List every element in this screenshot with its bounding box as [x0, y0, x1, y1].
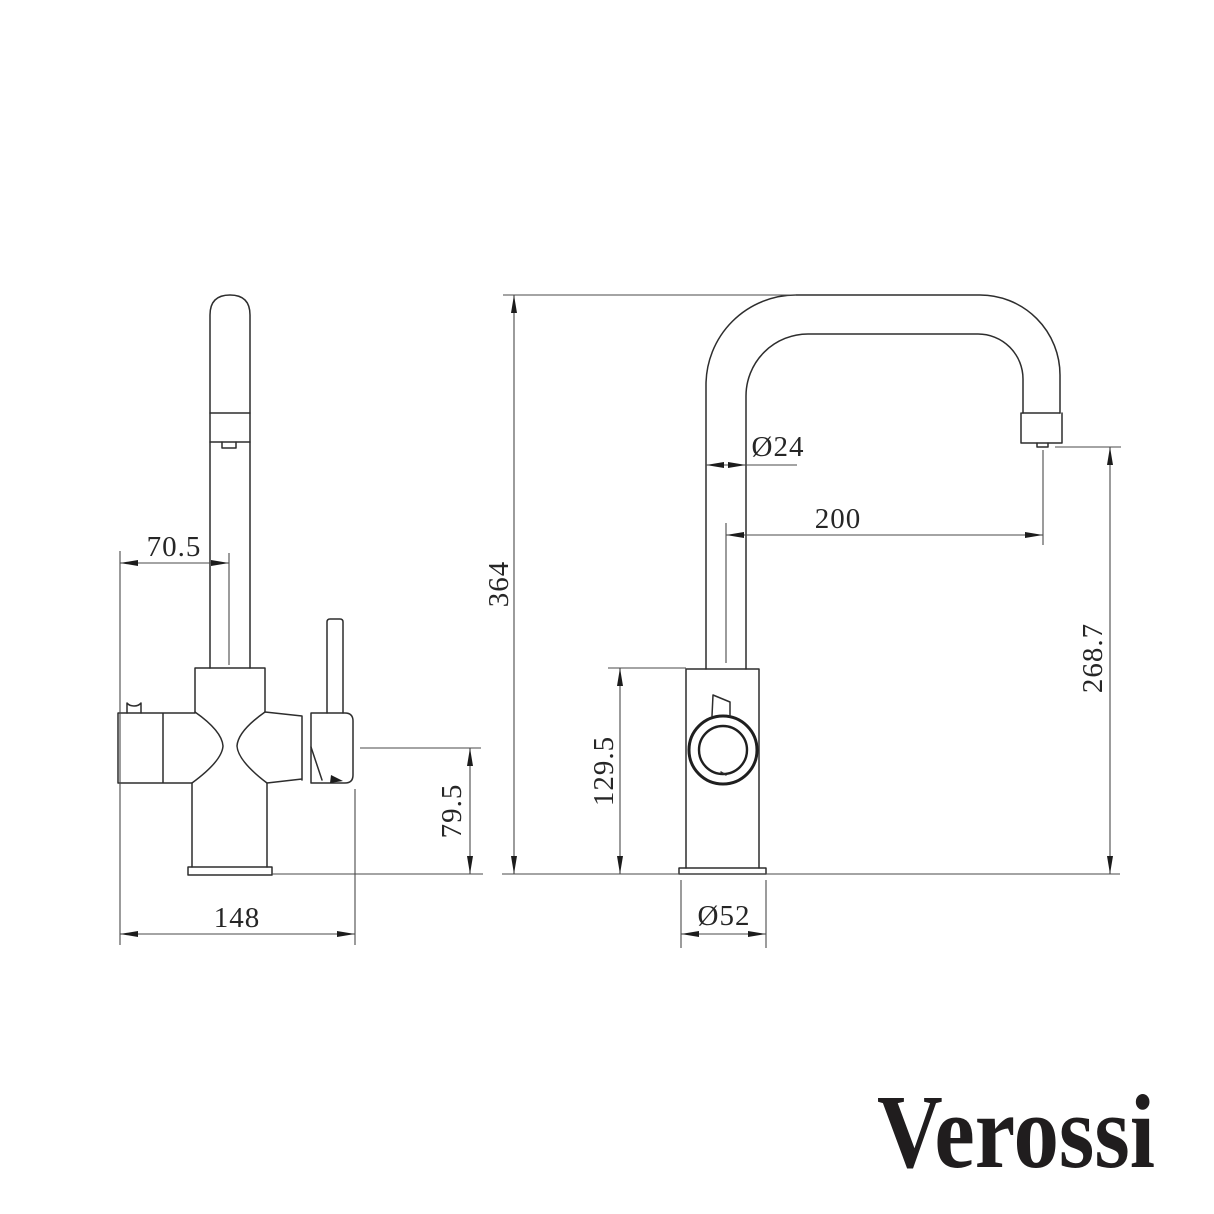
brand-logo: Verossi — [877, 1073, 1155, 1190]
front-hourglass-right-curve — [236, 711, 268, 784]
front-left-arm — [117, 712, 196, 784]
dim-label-70-5: 70.5 — [147, 531, 202, 563]
dim-side-spout-reach: 200 — [725, 450, 1044, 663]
front-upper-body — [194, 667, 266, 713]
front-spout-seam-lines — [209, 412, 251, 443]
side-body — [685, 668, 760, 869]
side-dial-pointer-flag — [711, 694, 731, 717]
dim-label-268-7: 268.7 — [1077, 623, 1109, 693]
side-base-plate — [678, 867, 767, 875]
dim-side-outlet-height: 268.7 — [1055, 446, 1121, 874]
dim-label-129-5: 129.5 — [588, 736, 620, 806]
side-dial-notch — [720, 771, 727, 776]
front-base-plate — [187, 866, 273, 876]
side-nozzle-tip — [1036, 442, 1049, 448]
front-spout-pipe — [209, 294, 251, 669]
side-aerator-block — [1020, 412, 1063, 444]
side-dial-outer-ring — [687, 714, 759, 786]
side-spout-outer — [705, 294, 1061, 670]
side-view — [678, 294, 1063, 875]
front-spout-tab — [221, 441, 237, 449]
dim-label-d52: Ø52 — [698, 900, 751, 932]
dimension-annotations: 70.5 148 79.5 364 — [119, 294, 1121, 948]
dim-side-spout-diameter: Ø24 — [706, 431, 805, 468]
front-handle-block — [310, 712, 354, 784]
front-hourglass-left-curve — [191, 711, 224, 784]
dim-label-200: 200 — [815, 503, 862, 535]
front-lower-body — [191, 782, 268, 868]
front-handle-lever-edge — [310, 746, 323, 781]
dim-front-overall-width: 148 — [120, 789, 356, 945]
dim-label-79-5: 79.5 — [436, 784, 468, 839]
front-handle-lever-tip — [330, 775, 343, 783]
front-view — [117, 294, 354, 876]
front-handle-lever-rod — [326, 618, 344, 714]
side-dial-inner-ring — [697, 724, 749, 776]
dim-front-handle-height: 79.5 — [360, 747, 481, 874]
dim-side-body-height: 129.5 — [588, 667, 686, 874]
dim-side-overall-height: 364 — [483, 294, 796, 874]
dim-side-base-diameter: Ø52 — [680, 880, 767, 948]
front-left-arm-button — [126, 702, 142, 714]
side-spout-inner — [745, 333, 1024, 670]
dim-front-spout-offset: 70.5 — [119, 531, 230, 945]
dim-label-d24: Ø24 — [752, 431, 805, 463]
dim-label-364: 364 — [483, 561, 515, 608]
front-right-arm — [264, 711, 303, 784]
dim-label-148: 148 — [214, 902, 261, 934]
